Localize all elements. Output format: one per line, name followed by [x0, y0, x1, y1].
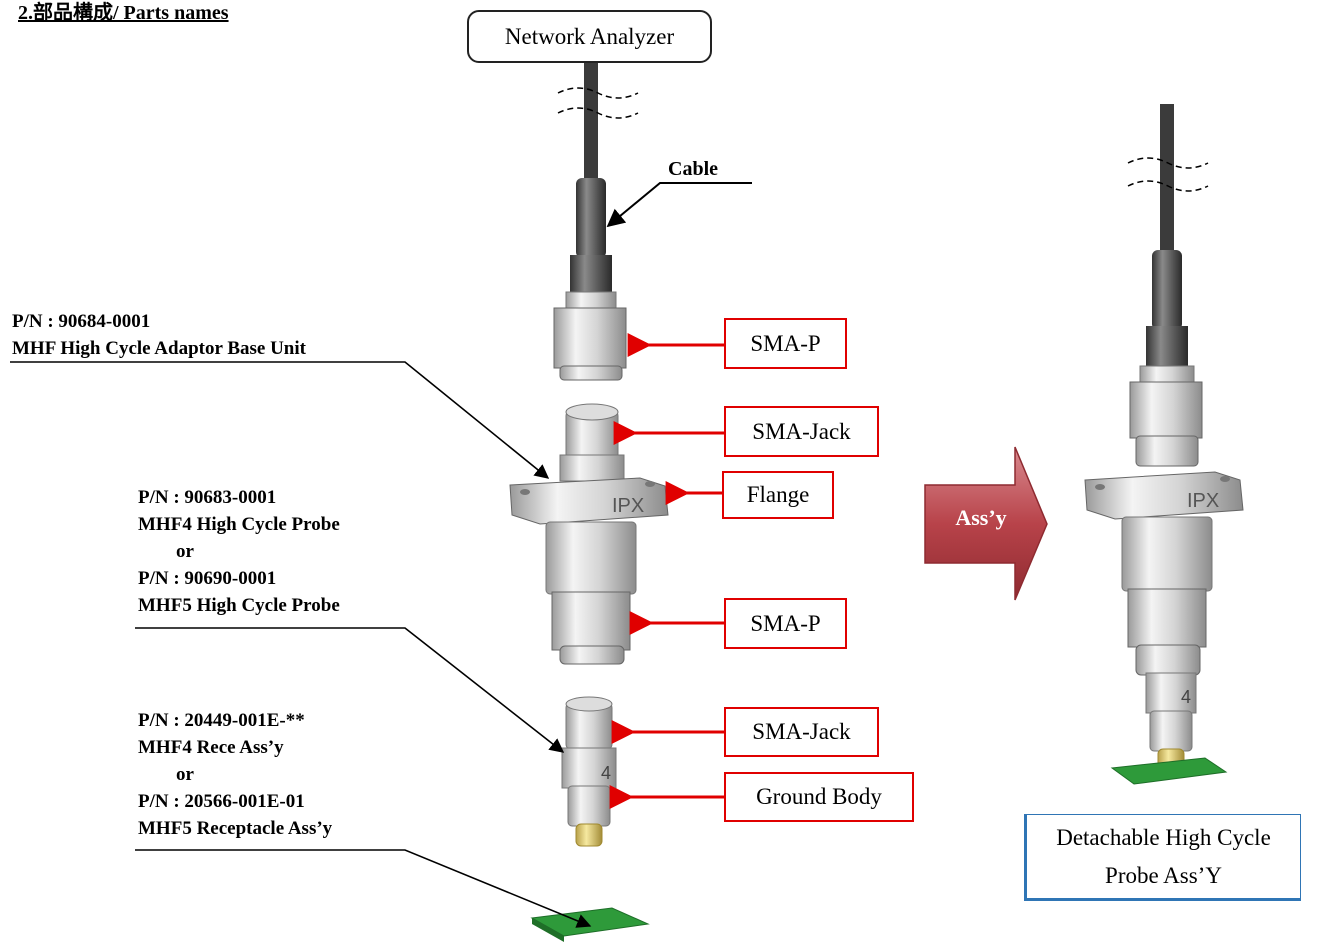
leader-base-unit: [10, 361, 550, 479]
callout-sma-p-top: SMA-P: [724, 318, 847, 369]
right-assembled-probe: IPX 4: [1084, 104, 1244, 785]
probe-mhf4-pn: P/N : 90683-0001: [138, 487, 277, 508]
probe-or: or: [176, 541, 194, 562]
left-cable-assembly: [553, 62, 639, 381]
result-line-1: Detachable High Cycle: [1056, 824, 1271, 850]
leader-probe: [135, 627, 565, 753]
receptacle-mhf4-name: MHF4 Rece Ass’y: [138, 737, 284, 758]
leader-cable: [606, 182, 752, 228]
flange-marking: IPX: [612, 495, 644, 517]
page-heading: 2.部品構成/ Parts names: [18, 2, 229, 24]
leader-lines: [10, 182, 752, 928]
cable-break-mark: [557, 87, 639, 99]
probe-marking: 4: [1181, 687, 1191, 707]
sma-p-top-nut: [553, 307, 627, 369]
gold-tip: [575, 823, 603, 847]
left-base-unit: IPX: [509, 403, 669, 665]
flange-plate: [1084, 471, 1244, 520]
probe-marking: 4: [601, 763, 611, 783]
callout-sma-p-mid: SMA-P: [724, 598, 847, 649]
receptacle-mhf5-pn: P/N : 20566-001E-01: [138, 791, 305, 812]
left-receptacle: 4: [561, 696, 617, 847]
flange-plate: [509, 477, 669, 525]
probe-label: P/N : 90683-0001 MHF4 High Cycle Probe o…: [138, 484, 340, 619]
left-pcb: [530, 907, 650, 942]
probe-mhf5-name: MHF5 High Cycle Probe: [138, 595, 340, 616]
callout-ground-body: Ground Body: [724, 772, 914, 822]
cable-wire: [1160, 104, 1174, 254]
network-analyzer-box: Network Analyzer: [467, 10, 712, 63]
cable-break-mark: [557, 107, 639, 119]
callout-flange: Flange: [722, 471, 834, 519]
receptacle-mhf5-name: MHF5 Receptacle Ass’y: [138, 818, 333, 839]
callout-sma-jack-top: SMA-Jack: [724, 406, 879, 457]
receptacle-label: P/N : 20449-001E-** MHF4 Rece Ass’y or P…: [138, 707, 332, 842]
base-unit-label: P/N : 90684-0001 MHF High Cycle Adaptor …: [12, 308, 306, 362]
sma-p-mid-nut: [551, 591, 631, 651]
assy-arrow-label: Ass’y: [955, 505, 1007, 530]
assy-arrow: [924, 446, 1048, 601]
leader-receptacle: [135, 849, 592, 928]
callout-sma-jack-bottom: SMA-Jack: [724, 707, 879, 757]
probe-mhf4-name: MHF4 High Cycle Probe: [138, 514, 340, 535]
base-unit-pn: P/N : 90684-0001: [12, 311, 151, 332]
cable-break-mark: [1127, 157, 1209, 169]
callout-arrows: [609, 333, 724, 809]
result-line-2: Probe Ass’Y: [1105, 862, 1222, 888]
receptacle-or: or: [176, 764, 194, 785]
cable-wire: [584, 62, 598, 182]
cable-break-mark: [1127, 180, 1209, 192]
receptacle-mhf4-pn: P/N : 20449-001E-**: [138, 710, 305, 731]
pcb: [1110, 757, 1228, 785]
result-box: Detachable High Cycle Probe Ass’Y: [1024, 814, 1301, 901]
flange-marking: IPX: [1187, 490, 1219, 512]
cable-label: Cable: [668, 158, 718, 180]
base-unit-name: MHF High Cycle Adaptor Base Unit: [12, 338, 306, 359]
probe-mhf5-pn: P/N : 90690-0001: [138, 568, 277, 589]
